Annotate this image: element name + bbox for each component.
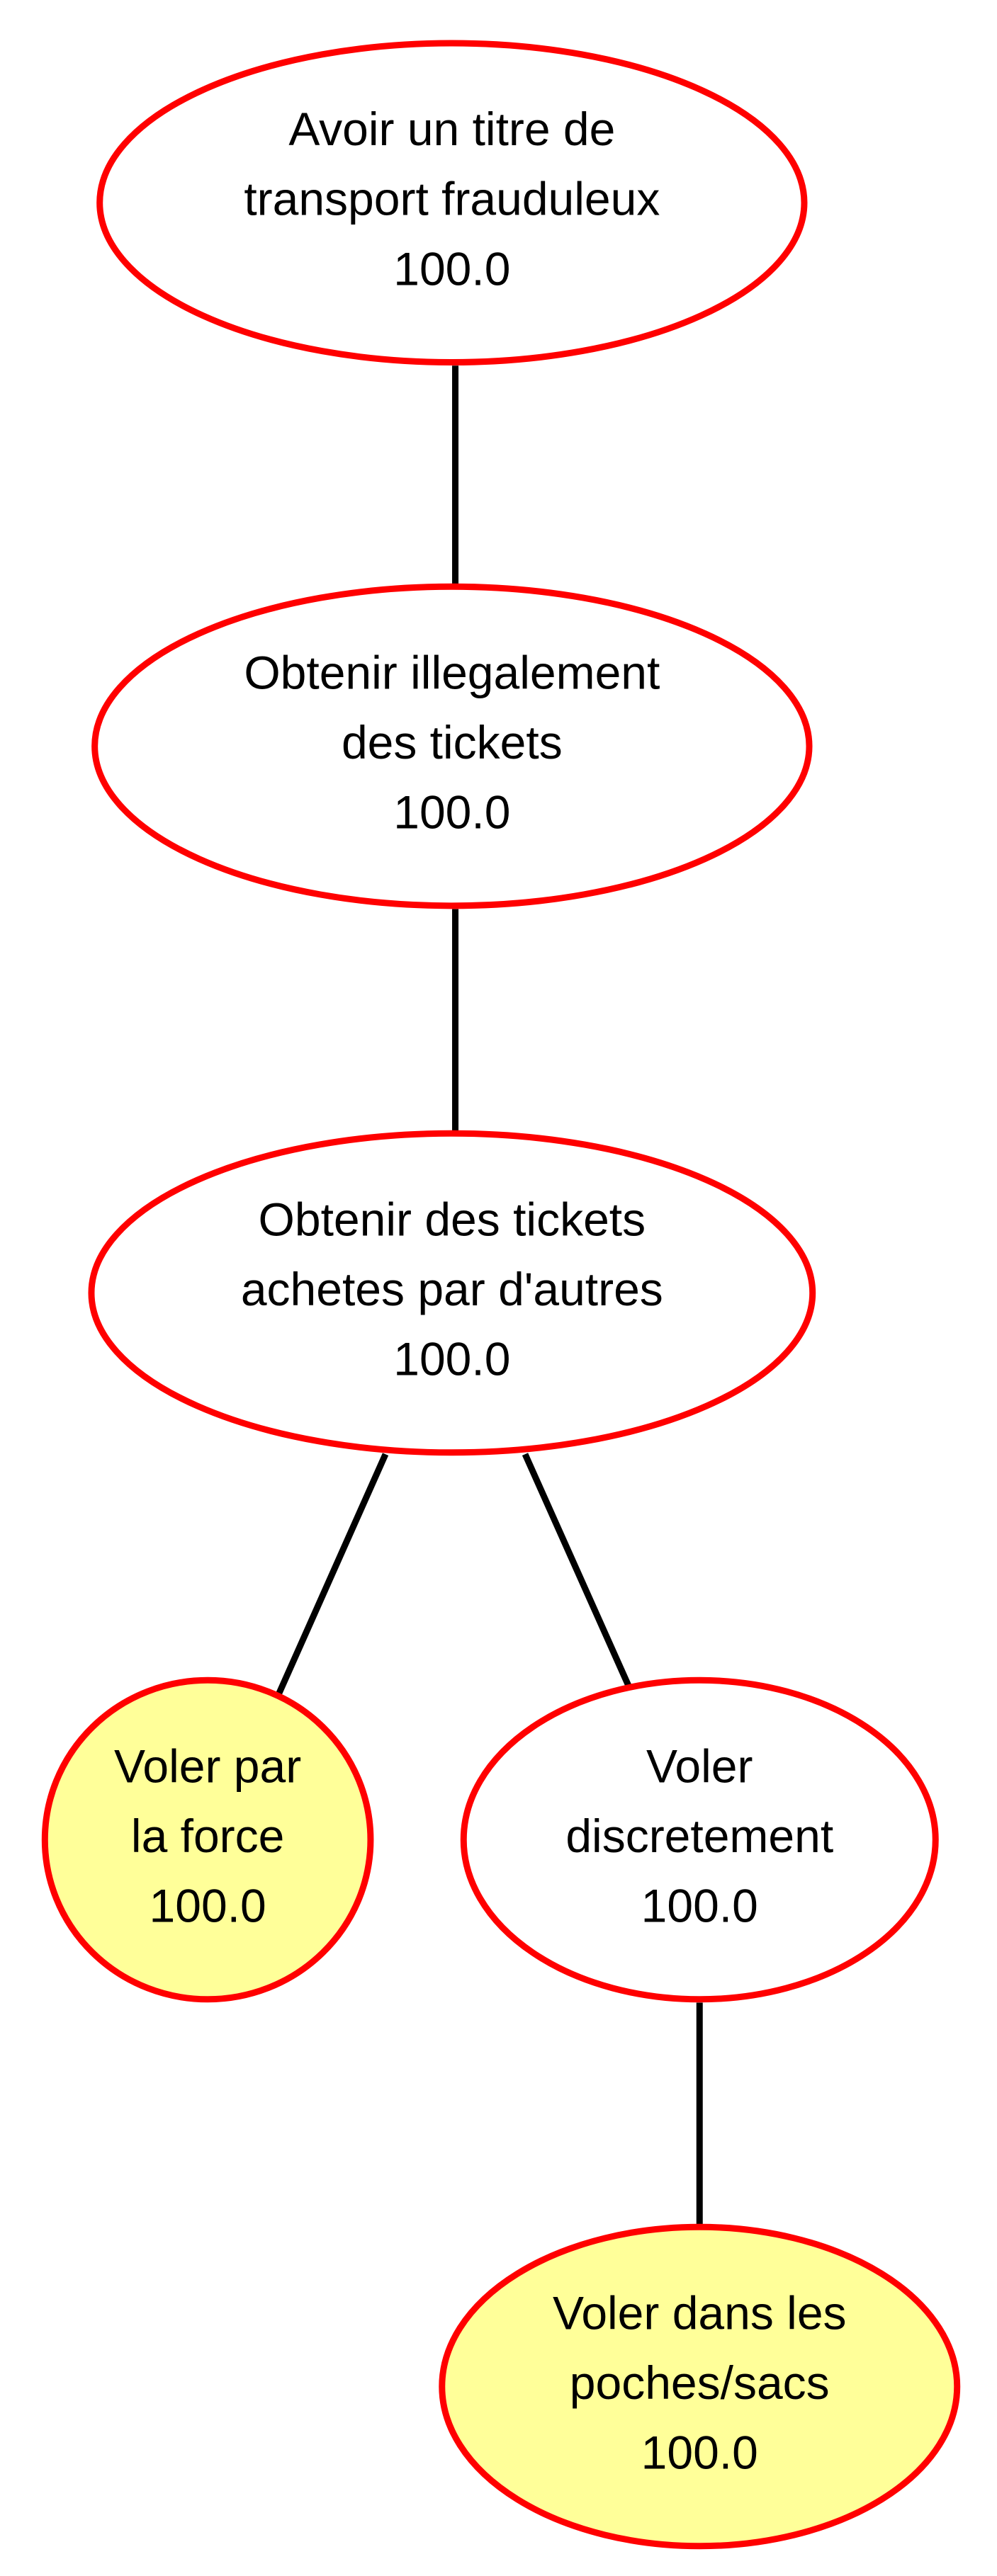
node-label-line-poches: Voler dans les bbox=[553, 2286, 847, 2339]
node-label-line-root: transport frauduleux bbox=[244, 173, 660, 225]
node-ellipse-others bbox=[88, 1130, 816, 1456]
node-ellipse-poches bbox=[439, 2223, 961, 2550]
node-value-discret: 100.0 bbox=[641, 1880, 758, 1932]
node-ellipse-discret bbox=[460, 1676, 939, 2003]
node-label-line-illegal: Obtenir illegalement bbox=[244, 646, 660, 698]
edge-others-to-discret bbox=[522, 1453, 633, 1690]
node-label-line-others: achetes par d'autres bbox=[241, 1263, 663, 1315]
node-illegal: Obtenir illegalement des tickets 100.0 bbox=[91, 583, 813, 909]
node-label-line-poches: poches/sacs bbox=[570, 2356, 830, 2409]
node-value-force: 100.0 bbox=[150, 1880, 266, 1932]
node-label-line-discret: Voler bbox=[646, 1740, 753, 1792]
node-label-line-discret: discretement bbox=[565, 1810, 833, 1862]
node-label-line-root: Avoir un titre de bbox=[288, 103, 615, 155]
node-ellipse-illegal bbox=[91, 583, 813, 909]
node-value-poches: 100.0 bbox=[641, 2426, 758, 2478]
node-label-line-others: Obtenir des tickets bbox=[259, 1193, 646, 1245]
nodes-layer: Avoir un titre de transport frauduleux 100… bbox=[41, 40, 961, 2550]
node-others: Obtenir des tickets achetes par d'autres 1… bbox=[88, 1130, 816, 1456]
node-poches: Voler dans les poches/sacs 100.0 bbox=[439, 2223, 961, 2550]
edges-layer bbox=[274, 365, 703, 2228]
node-label-line-force: Voler par bbox=[114, 1740, 301, 1792]
node-root: Avoir un titre de transport frauduleux 100… bbox=[96, 40, 808, 366]
node-label-line-illegal: des tickets bbox=[342, 716, 563, 768]
node-discret: Voler discretement 100.0 bbox=[460, 1676, 939, 2003]
node-value-root: 100.0 bbox=[393, 242, 510, 295]
node-value-illegal: 100.0 bbox=[393, 786, 510, 839]
node-ellipse-root bbox=[96, 40, 808, 366]
node-ellipse-force bbox=[41, 1676, 374, 2003]
edge-others-to-force bbox=[274, 1453, 389, 1698]
node-force: Voler par la force 100.0 bbox=[41, 1676, 374, 2003]
node-value-others: 100.0 bbox=[393, 1333, 510, 1385]
node-label-line-force: la force bbox=[131, 1810, 284, 1862]
